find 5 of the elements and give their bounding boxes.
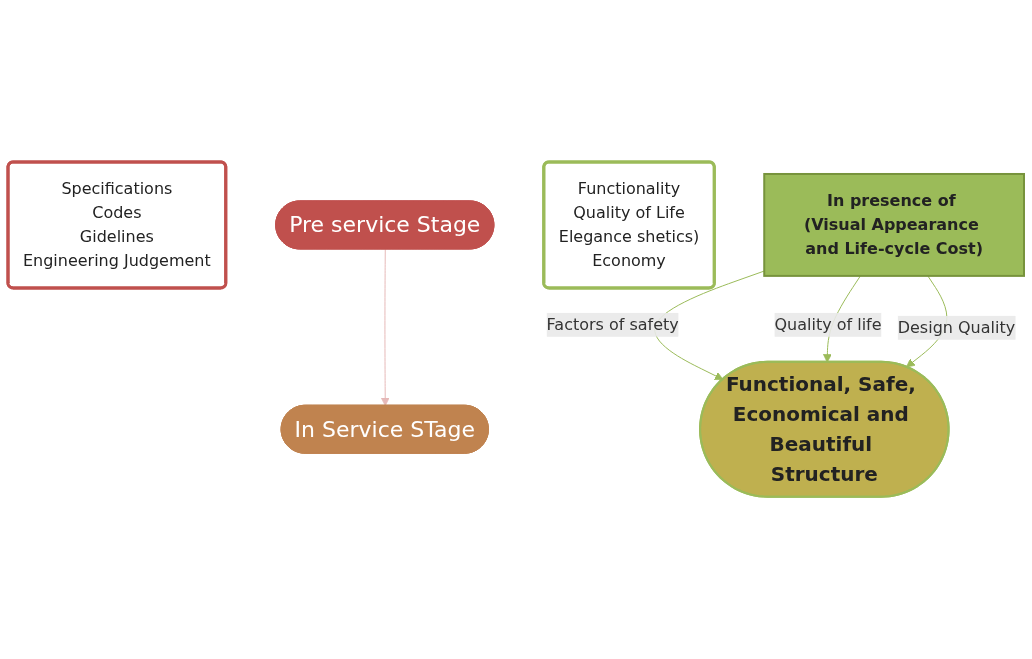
arrow: [380, 249, 390, 407]
node-box: In presence of (Visual Appearance and Life-cycle Cost): [763, 173, 1025, 278]
edge-label: Quality of life: [774, 315, 882, 334]
edge-label: Factors of safety: [546, 315, 679, 334]
edge-label: Design Quality: [897, 318, 1016, 337]
